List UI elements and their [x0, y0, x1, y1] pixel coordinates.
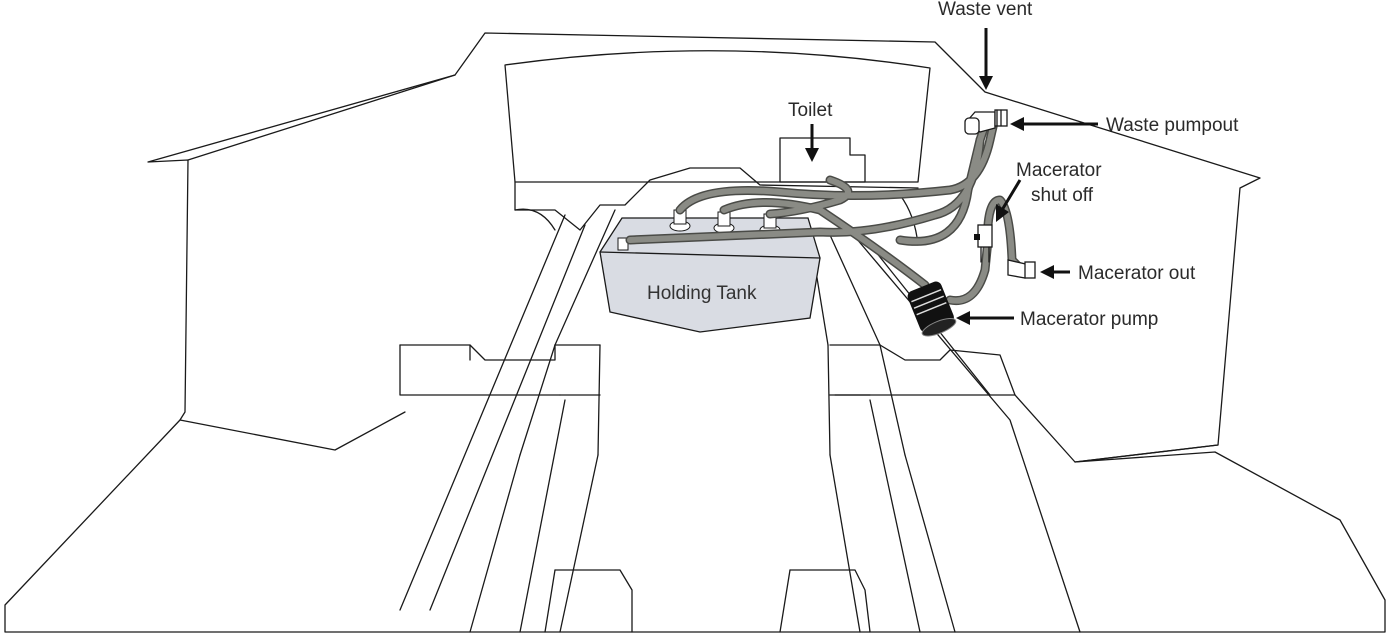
- hoses: [625, 113, 1025, 306]
- macerator-pump: [907, 281, 957, 337]
- tank-fitting-1: [669, 209, 691, 232]
- toilet-arrow: [805, 124, 819, 162]
- macerator-out-fitting: [1007, 259, 1036, 279]
- macerator-shutoff-arrow: [996, 179, 1022, 222]
- waste-pumpout-arrow: [1010, 117, 1098, 131]
- waste-vent-label: Waste vent: [938, 0, 1033, 20]
- macerator-pump-label: Macerator pump: [1020, 309, 1158, 330]
- macerator-shutoff-label-line2: shut off: [1031, 185, 1094, 206]
- macerator-out-arrow: [1040, 265, 1070, 279]
- toilet-outline: [779, 137, 866, 183]
- macerator-shutoff-valve: [974, 224, 993, 263]
- toilet-label: Toilet: [788, 100, 833, 121]
- holding-tank-label: Holding Tank: [647, 283, 757, 304]
- callout-arrows: [805, 28, 1098, 325]
- macerator-pump-arrow: [956, 311, 1014, 325]
- waste-pumpout-label: Waste pumpout: [1106, 115, 1239, 136]
- tank-fitting-2: [713, 211, 735, 234]
- holding-tank: [599, 209, 821, 333]
- macerator-out-label: Macerator out: [1078, 263, 1196, 284]
- macerator-shutoff-label-line1: Macerator: [1016, 160, 1102, 181]
- bilge-stringers: [399, 209, 1081, 633]
- waste-pumpout-fitting: [964, 109, 1008, 135]
- boat-hull: [4, 32, 1386, 633]
- waste-vent-arrow: [979, 28, 993, 90]
